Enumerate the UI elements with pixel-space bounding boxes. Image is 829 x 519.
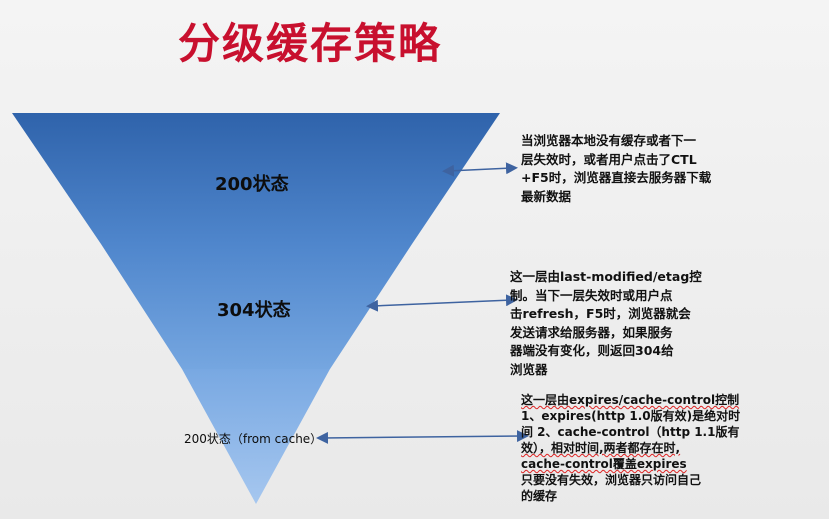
description-line: 制。当下一层失效时或用户点 xyxy=(510,287,673,303)
description-line: cache-control覆盖expires xyxy=(521,457,687,471)
description-line: 只要没有失效，浏览器只访问自己 xyxy=(521,473,702,487)
layer-label-200-from-cache: 200状态（from cache） xyxy=(184,432,323,446)
description-from-cache: 这一层由expires/cache-control控制 1、expires(ht… xyxy=(521,392,740,504)
description-line: 浏览器 xyxy=(510,361,548,377)
description-line: 当浏览器本地没有缓存或者下一 xyxy=(521,133,697,148)
description-line: 的缓存 xyxy=(521,489,558,503)
diagram-title: 分级缓存策略 xyxy=(178,19,443,68)
layer-label-200: 200状态 xyxy=(215,174,289,195)
layer-label-304: 304状态 xyxy=(217,300,291,321)
description-line: 间 2、cache-control（http 1.1版有 xyxy=(521,425,740,439)
pyramid-layer-top xyxy=(12,113,500,244)
description-line: +F5时，浏览器直接去服务器下载 xyxy=(521,170,712,185)
description-line: 击refresh，F5时，浏览器就会 xyxy=(510,306,691,321)
description-line: 发送请求给服务器，如果服务 xyxy=(510,324,673,340)
connector-arrow-bottom xyxy=(316,430,529,444)
description-200: 当浏览器本地没有缓存或者下一 层失效时，或者用户点击了CTL +F5时，浏览器直… xyxy=(521,132,711,206)
pyramid-layer-middle xyxy=(101,244,412,369)
description-line: 1、expires(http 1.0版有效)是绝对时 xyxy=(521,409,741,423)
description-line: 器端没有变化，则返回304给 xyxy=(510,343,674,358)
description-line: 效），相对时间,两者都存在时, xyxy=(521,441,681,455)
connector-arrow-middle xyxy=(366,294,518,312)
description-304: 这一层由last-modified/etag控 制。当下一层失效时或用户点 击r… xyxy=(510,268,702,379)
description-line: 这一层由last-modified/etag控 xyxy=(510,269,702,284)
connector-arrow-top xyxy=(442,162,518,177)
pyramid-layer-bottom xyxy=(182,369,330,504)
description-line: 最新数据 xyxy=(521,188,572,204)
description-line: 这一层由expires/cache-control控制 xyxy=(521,393,740,407)
description-line: 层失效时，或者用户点击了CTL xyxy=(521,151,697,167)
